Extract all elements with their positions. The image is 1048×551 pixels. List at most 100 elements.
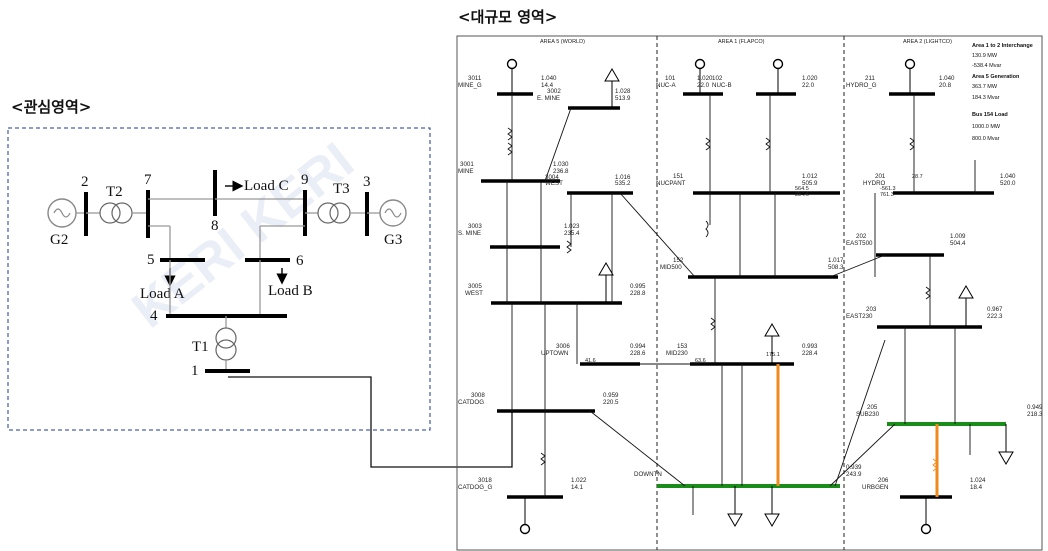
svg-text:3006: 3006 — [556, 343, 570, 350]
svg-text:3008: 3008 — [471, 392, 485, 399]
svg-text:3011: 3011 — [468, 75, 482, 82]
transformer-t2 — [99, 202, 133, 224]
svg-text:HYDRO: HYDRO — [863, 180, 886, 187]
svg-text:202: 202 — [856, 233, 867, 240]
generator-g2 — [47, 198, 86, 228]
g3-label: G3 — [384, 232, 402, 248]
generator-g3 — [379, 199, 407, 227]
svg-text:1.040: 1.040 — [541, 75, 557, 82]
svg-text:1.030: 1.030 — [553, 161, 569, 168]
svg-text:WEST: WEST — [465, 290, 483, 297]
svg-text:1.009: 1.009 — [950, 233, 966, 240]
area-of-interest-title: <관심영역> — [11, 98, 92, 116]
svg-text:1.040: 1.040 — [939, 75, 955, 82]
large-system-loads — [598, 68, 1014, 527]
svg-text:NUCPANT: NUCPANT — [656, 180, 686, 187]
svg-text:243.9: 243.9 — [846, 471, 862, 478]
svg-text:3018: 3018 — [478, 477, 492, 484]
svg-text:18.4: 18.4 — [970, 484, 983, 491]
svg-text:0.959: 0.959 — [603, 392, 619, 399]
svg-text:1.024: 1.024 — [970, 477, 986, 484]
svg-text:0.993: 0.993 — [802, 343, 818, 350]
svg-text:175.1: 175.1 — [766, 352, 780, 358]
svg-text:0.994: 0.994 — [630, 343, 646, 350]
svg-text:URBGEN: URBGEN — [862, 484, 888, 491]
svg-text:206: 206 — [878, 477, 889, 484]
svg-text:761.3: 761.3 — [880, 192, 894, 198]
bus-2-label: 2 — [81, 174, 89, 190]
svg-text:MID230: MID230 — [666, 350, 688, 357]
svg-text:228.4: 228.4 — [802, 350, 818, 357]
area-of-interest-box — [7, 127, 431, 431]
svg-text:513.9: 513.9 — [615, 95, 631, 102]
large-system-lines — [506, 94, 976, 515]
svg-text:1.020: 1.020 — [802, 75, 818, 82]
svg-text:MINE: MINE — [458, 168, 473, 175]
large-area-box — [456, 35, 1043, 551]
svg-text:3004: 3004 — [545, 174, 559, 181]
svg-text:505.9: 505.9 — [802, 180, 818, 187]
g2-label: G2 — [50, 232, 68, 248]
transformer-symbols — [507, 127, 938, 472]
svg-text:-538.4 Mvar: -538.4 Mvar — [972, 63, 1002, 69]
svg-text:218.3: 218.3 — [1027, 411, 1043, 418]
t2-label: T2 — [106, 184, 123, 200]
bus-1-label: 1 — [191, 363, 199, 379]
svg-text:-561.3: -561.3 — [880, 186, 896, 192]
svg-text:Area 5 Generation: Area 5 Generation — [972, 74, 1020, 80]
svg-text:228.6: 228.6 — [630, 350, 646, 357]
bus-8-label: 8 — [211, 218, 219, 234]
svg-text:101: 101 — [665, 75, 676, 82]
svg-text:63.6: 63.6 — [695, 358, 706, 364]
svg-text:41.6: 41.6 — [585, 358, 596, 364]
svg-text:235.4: 235.4 — [564, 230, 580, 237]
svg-text:CATDOG: CATDOG — [458, 399, 484, 406]
svg-text:203: 203 — [866, 306, 877, 313]
svg-text:0.967: 0.967 — [987, 306, 1003, 313]
svg-text:E. MINE: E. MINE — [537, 95, 560, 102]
load-a-label: Load A — [140, 286, 185, 302]
svg-text:28.7: 28.7 — [912, 174, 923, 180]
svg-text:14.4: 14.4 — [541, 82, 554, 89]
svg-text:3003: 3003 — [468, 223, 482, 230]
svg-text:MID500: MID500 — [660, 264, 682, 271]
large-area-title: <대규모 영역> — [458, 8, 558, 26]
svg-text:152: 152 — [673, 257, 684, 264]
svg-text:1.022: 1.022 — [571, 477, 587, 484]
large-system-buses — [481, 92, 994, 499]
svg-text:MINE_G: MINE_G — [458, 82, 482, 89]
svg-text:0.949: 0.949 — [1027, 404, 1043, 411]
bus-6-label: 6 — [296, 253, 304, 269]
svg-text:508.3: 508.3 — [828, 264, 844, 271]
svg-text:HYDRO_G: HYDRO_G — [846, 82, 877, 89]
svg-text:102: 102 — [712, 75, 723, 82]
bus-5-label: 5 — [147, 252, 155, 268]
svg-text:1.040: 1.040 — [1000, 173, 1016, 180]
svg-text:14.1: 14.1 — [571, 484, 584, 491]
svg-text:3002: 3002 — [547, 88, 561, 95]
svg-text:3005: 3005 — [468, 283, 482, 290]
svg-text:504.4: 504.4 — [950, 240, 966, 247]
svg-text:1000.0 MW: 1000.0 MW — [972, 124, 1001, 130]
svg-text:Bus 154 Load: Bus 154 Load — [972, 112, 1008, 118]
t3-label: T3 — [333, 181, 350, 197]
bus-labels: 3011 MINE_G 1.040 14.4 3002 E. MINE 1.02… — [458, 75, 1043, 491]
keri-watermark: KERI KERI — [122, 132, 365, 340]
bus-4-label: 4 — [150, 308, 158, 324]
bus-7-label: 7 — [144, 172, 152, 188]
t1-label: T1 — [192, 339, 209, 355]
svg-text:535.2: 535.2 — [615, 180, 631, 187]
bus-3-label: 3 — [363, 174, 371, 190]
svg-text:DOWNTN: DOWNTN — [634, 471, 662, 478]
svg-text:EAST500: EAST500 — [846, 240, 873, 247]
svg-text:201: 201 — [875, 173, 886, 180]
svg-text:1.016: 1.016 — [615, 174, 631, 181]
svg-text:NUC-A: NUC-A — [656, 82, 676, 89]
svg-text:20.8: 20.8 — [939, 82, 952, 89]
svg-text:564.5: 564.5 — [795, 186, 809, 192]
tie-line — [228, 376, 513, 468]
svg-text:SUB230: SUB230 — [856, 411, 880, 418]
svg-text:22.0: 22.0 — [697, 82, 710, 89]
svg-text:EAST230: EAST230 — [846, 313, 873, 320]
